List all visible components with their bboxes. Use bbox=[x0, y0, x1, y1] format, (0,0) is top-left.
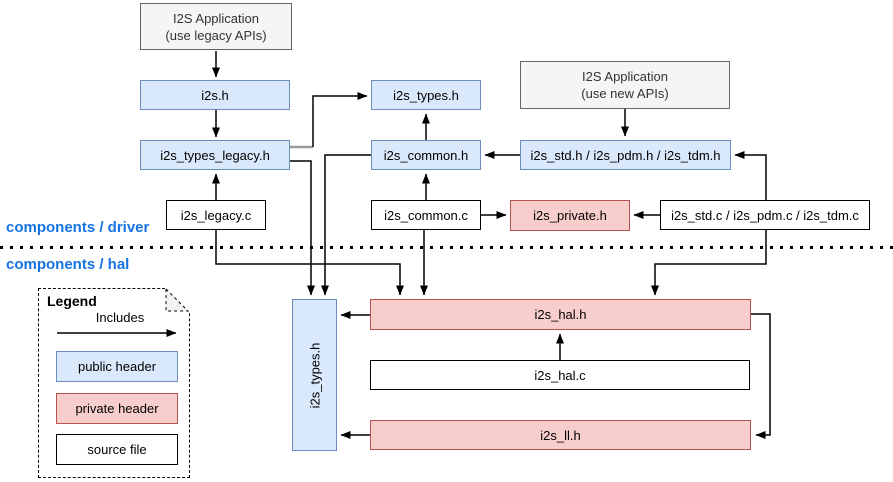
node-i2s-types-h-hal: i2s_types.h bbox=[292, 299, 337, 451]
node-label: i2s_private.h bbox=[533, 208, 607, 223]
node-i2s-hal-c: i2s_hal.c bbox=[370, 360, 750, 390]
node-i2s-common-c: i2s_common.c bbox=[371, 200, 481, 230]
page-fold-icon bbox=[165, 288, 190, 313]
section-label-components-hal: components / hal bbox=[6, 256, 130, 273]
node-label: i2s_common.c bbox=[384, 207, 468, 223]
legend-item-label: source file bbox=[87, 442, 147, 457]
section-label-components-driver: components / driver bbox=[6, 219, 150, 236]
node-i2s-std-pdm-tdm-h: i2s_std.h / i2s_pdm.h / i2s_tdm.h bbox=[520, 140, 731, 170]
layer-divider-dotted-line bbox=[0, 246, 893, 249]
node-label: i2s_types_legacy.h bbox=[160, 147, 270, 163]
node-label: i2s_std.h / i2s_pdm.h / i2s_tdm.h bbox=[530, 147, 721, 163]
edge-i2s-std-pdm-tdm-c-to-i2s-hal-h bbox=[651, 230, 767, 296]
node-i2s-types-legacy-h: i2s_types_legacy.h bbox=[140, 140, 290, 170]
node-label: I2S Application (use legacy APIs) bbox=[165, 10, 266, 44]
node-label-line2: (use new APIs) bbox=[581, 86, 669, 101]
node-label: i2s_ll.h bbox=[540, 427, 581, 443]
edge-i2s-common-h-to-i2s-types-h-hal bbox=[321, 154, 371, 296]
node-i2s-legacy-c: i2s_legacy.c bbox=[166, 200, 266, 230]
legend-title: Legend bbox=[47, 293, 97, 309]
node-label: i2s_hal.h bbox=[534, 307, 587, 322]
legend-item-label: private header bbox=[75, 401, 159, 416]
node-label: i2s_common.h bbox=[383, 147, 469, 163]
node-label: i2s_legacy.c bbox=[180, 207, 252, 223]
legend-item-label: public header bbox=[77, 359, 157, 374]
edge-i2s-hal-h-to-i2s-ll-h bbox=[751, 313, 771, 439]
edge-i2s-types-legacy-h-to-i2s-types-h-hal bbox=[290, 160, 315, 296]
node-label-line1: I2S Application bbox=[581, 69, 668, 84]
node-i2s-ll-h: i2s_ll.h bbox=[370, 420, 751, 450]
node-label: i2s.h bbox=[201, 87, 229, 103]
node-i2s-common-h: i2s_common.h bbox=[371, 140, 481, 170]
edge-i2s-std-pdm-tdm-c-to-i2s-std-pdm-tdm-h bbox=[734, 151, 767, 200]
node-i2s-private-h: i2s_private.h bbox=[510, 200, 630, 231]
node-label: i2s_types.h bbox=[393, 87, 459, 103]
legend-item-public-header: public header bbox=[56, 351, 178, 382]
legend-item-source-file: source file bbox=[56, 434, 178, 465]
node-label: i2s_types.h bbox=[307, 342, 323, 408]
node-i2s-std-pdm-tdm-c: i2s_std.c / i2s_pdm.c / i2s_tdm.c bbox=[660, 200, 870, 230]
node-i2s-application-new: I2S Application (use new APIs) bbox=[520, 61, 730, 109]
node-i2s-application-legacy: I2S Application (use legacy APIs) bbox=[140, 3, 292, 50]
node-label-line1: I2S Application bbox=[172, 10, 259, 26]
node-i2s-h: i2s.h bbox=[140, 80, 290, 110]
node-label: i2s_hal.c bbox=[534, 367, 586, 383]
edge-i2s-types-legacy-h-to-i2s-types-h-driver bbox=[312, 92, 368, 147]
node-label-line2: (use legacy APIs) bbox=[165, 27, 267, 43]
legend-item-private-header: private header bbox=[56, 393, 178, 424]
legend: Legend Includes public header private he… bbox=[38, 288, 190, 478]
node-i2s-types-h-driver: i2s_types.h bbox=[371, 80, 481, 110]
node-label: i2s_std.c / i2s_pdm.c / i2s_tdm.c bbox=[671, 207, 859, 223]
node-i2s-hal-h: i2s_hal.h bbox=[370, 299, 751, 330]
edge-i2s-legacy-c-to-i2s-hal-h bbox=[215, 230, 404, 296]
legend-includes-label: Includes bbox=[95, 310, 145, 325]
node-label: I2S Application (use new APIs) bbox=[581, 68, 668, 102]
